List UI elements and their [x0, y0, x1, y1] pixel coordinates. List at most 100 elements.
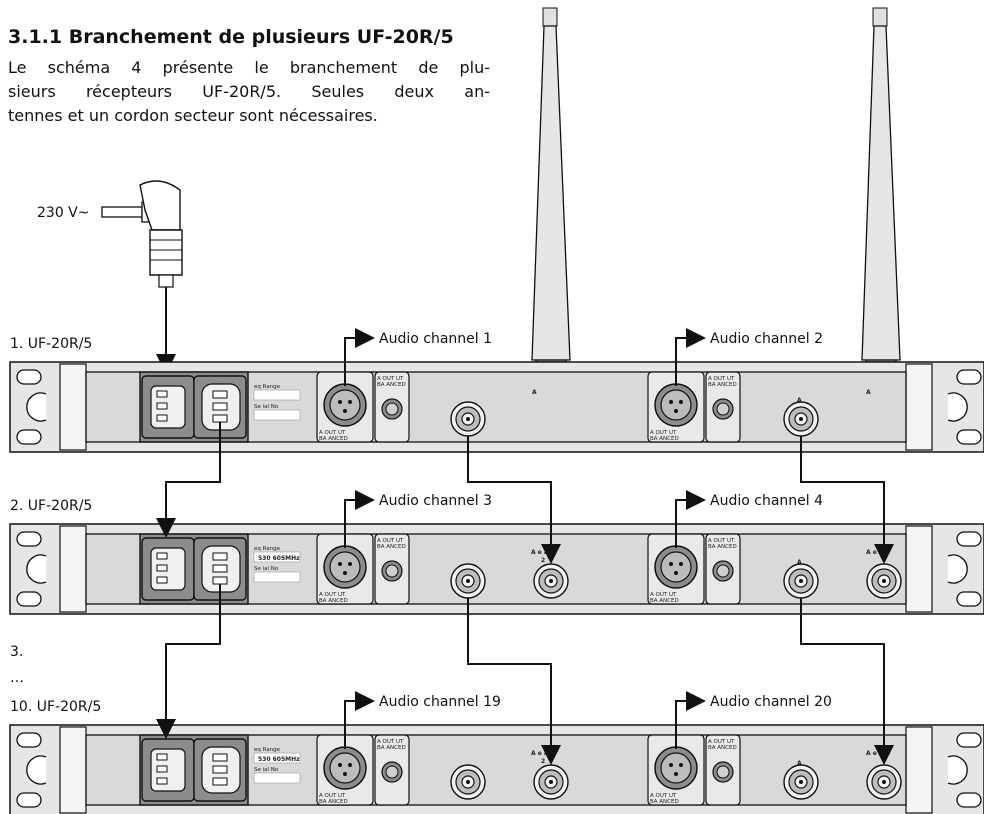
antenna-in-left — [533, 563, 569, 599]
audio-channel-label: Audio channel 3 — [379, 493, 492, 509]
interconnect-cable — [156, 584, 221, 739]
mount-hole — [956, 429, 982, 445]
mount-hole — [16, 369, 42, 385]
interconnect-cable — [467, 598, 561, 765]
jack-ring — [716, 765, 730, 779]
audio-out-line — [675, 490, 706, 548]
mount-slot — [947, 554, 968, 584]
out-bal-label: BA ANCED — [650, 799, 679, 805]
antenna-out-right — [783, 764, 819, 800]
jack-ring — [385, 564, 399, 578]
mount-slot — [947, 755, 968, 785]
jack-ring — [716, 564, 730, 578]
out-bal-label: A OUT UT — [319, 430, 346, 436]
out-bal-label: A OUT UT — [319, 592, 346, 598]
audio-channel-label: Audio channel 19 — [379, 694, 501, 710]
freq-value: 530 605MHz — [258, 756, 300, 763]
audio-channel-label: Audio channel 4 — [710, 493, 823, 509]
receiver-label: 10. UF-20R/5 — [10, 699, 101, 715]
interconnect-cable — [467, 436, 561, 564]
antenna-in-right — [866, 764, 902, 800]
rack-ear-left — [59, 726, 87, 814]
intro-line: tennes et un cordon secteur sont nécessa… — [8, 106, 378, 125]
audio-channel-label: Audio channel 2 — [710, 331, 823, 347]
rack-ear-right — [905, 525, 933, 613]
xlr-output — [654, 746, 698, 790]
section-heading: 3.1.1 Branchement de plusieurs UF-20R/5 — [8, 26, 454, 48]
ant-label: A — [532, 389, 537, 396]
out-unbal-label: BA ANCED — [377, 382, 406, 388]
interconnect-cable — [800, 598, 894, 765]
out-unbal-label: A OUT UT — [708, 376, 735, 382]
audio-out-line — [675, 328, 706, 386]
mount-slot — [26, 392, 47, 422]
receiver-label: 1. UF-20R/5 — [10, 336, 92, 352]
interconnect-cable — [156, 422, 221, 538]
antenna-out-left — [450, 764, 486, 800]
ant-label: 2 — [541, 758, 545, 765]
mount-hole — [956, 591, 982, 607]
freq-label: eq Range — [254, 384, 281, 390]
ant-label: A — [797, 397, 802, 404]
audio-channel-label: Audio channel 20 — [710, 694, 832, 710]
out-unbal-label: A OUT UT — [708, 538, 735, 544]
antenna-in-right — [866, 563, 902, 599]
antenna-out-right — [783, 563, 819, 599]
audio-out-line — [344, 328, 375, 386]
audio-out-line — [344, 691, 375, 749]
mount-slot — [26, 554, 47, 584]
ellipsis-label: 3. — [10, 644, 23, 660]
serial-box — [253, 772, 301, 784]
out-bal-label: BA ANCED — [319, 799, 348, 805]
power-plug: 230 V~ — [37, 180, 183, 374]
out-bal-label: BA ANCED — [650, 436, 679, 442]
audio-out-line — [675, 691, 706, 749]
freq-label: eq Range — [254, 747, 281, 753]
ant-label: A — [866, 389, 871, 396]
xlr-output — [323, 746, 367, 790]
out-unbal-label: BA ANCED — [377, 745, 406, 751]
iec-inlet — [141, 375, 195, 439]
out-unbal-label: A OUT UT — [377, 376, 404, 382]
iec-inlet — [141, 537, 195, 601]
freq-box — [253, 551, 301, 563]
antenna-out-left — [450, 401, 486, 437]
mount-hole — [956, 531, 982, 547]
mount-hole — [16, 792, 42, 808]
interconnect-cable — [800, 436, 894, 564]
intro-paragraph: Le schéma 4 présente le branchement de p… — [8, 56, 490, 128]
rack-ear-left — [59, 363, 87, 451]
jack-ring — [716, 402, 730, 416]
out-bal-label: BA ANCED — [319, 436, 348, 442]
serial-box — [253, 571, 301, 583]
out-unbal-label: A OUT UT — [377, 739, 404, 745]
out-unbal-label: BA ANCED — [708, 382, 737, 388]
out-bal-label: BA ANCED — [319, 598, 348, 604]
mount-slot — [26, 755, 47, 785]
ant-label: A e a A — [866, 549, 890, 556]
antenna-out-left — [450, 563, 486, 599]
receiver-label: 2. UF-20R/5 — [10, 498, 92, 514]
iec-inlet — [141, 738, 195, 802]
mount-hole — [956, 732, 982, 748]
out-unbal-label: BA ANCED — [708, 544, 737, 550]
mount-hole — [16, 429, 42, 445]
out-bal-label: A OUT UT — [650, 430, 677, 436]
rack-ear-right — [905, 363, 933, 451]
mount-hole — [16, 591, 42, 607]
freq-value: 530 605MHz — [258, 555, 300, 562]
intro-line: sieurs récepteurs UF-20R/5. Seules deux … — [8, 82, 490, 101]
out-unbal-label: BA ANCED — [377, 544, 406, 550]
power-plug-label: 230 V~ — [37, 205, 89, 221]
antenna-in-left — [533, 764, 569, 800]
out-bal-label: A OUT UT — [650, 793, 677, 799]
xlr-output — [654, 545, 698, 589]
ant-label: A e a — [531, 750, 548, 757]
mount-hole — [16, 531, 42, 547]
out-unbal-label: BA ANCED — [708, 745, 737, 751]
jack-ring — [385, 402, 399, 416]
